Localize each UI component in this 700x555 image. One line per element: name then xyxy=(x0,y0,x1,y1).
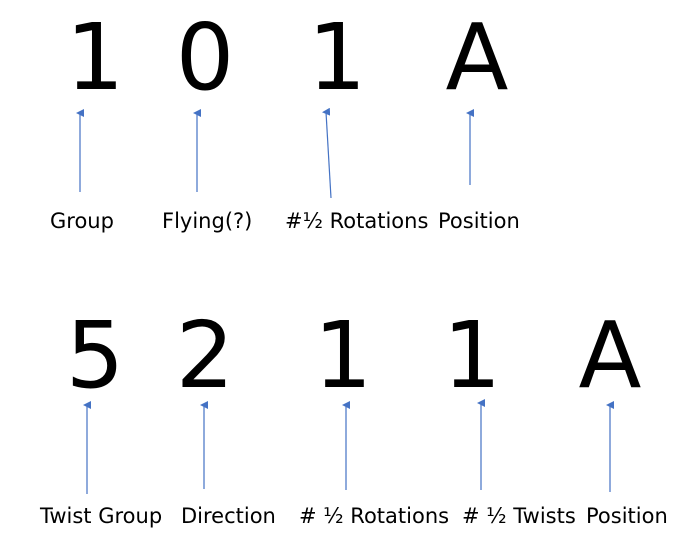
row2-char-twists: 1 xyxy=(442,302,502,409)
row1-label-rotations: #½ Rotations xyxy=(285,209,429,233)
row1-char-position: A xyxy=(445,4,509,111)
row2-label-position: Position xyxy=(586,504,668,528)
row1-char-flying: 0 xyxy=(175,4,235,111)
row2-char-twist-group: 5 xyxy=(65,302,125,409)
row1-label-flying: Flying(?) xyxy=(162,209,253,233)
row2-label-rotations: # ½ Rotations xyxy=(299,504,450,528)
row2-label-direction: Direction xyxy=(181,504,276,528)
row1-char-rotations: 1 xyxy=(307,4,367,111)
row1-char-group: 1 xyxy=(65,4,125,111)
row2-label-twist-group: Twist Group xyxy=(40,504,163,528)
row2-label-twists: # ½ Twists xyxy=(462,504,576,528)
row1-label-position: Position xyxy=(438,209,520,233)
row1-label-group: Group xyxy=(50,209,114,233)
row2-char-rotations: 1 xyxy=(313,302,373,409)
row2-char-position: A xyxy=(578,302,642,409)
arrow-row1-rotations xyxy=(322,107,332,199)
row2-char-direction: 2 xyxy=(175,302,235,409)
